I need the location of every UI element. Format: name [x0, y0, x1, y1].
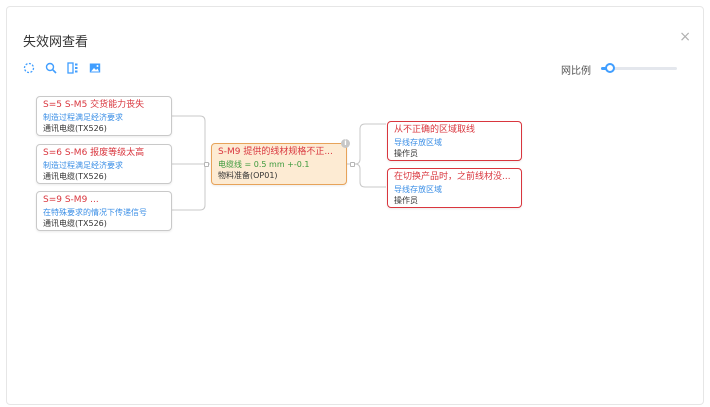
node-meta: 通讯电缆(TX526) — [43, 219, 107, 228]
node-subtitle: 在特殊要求的情况下传递信号 — [43, 208, 147, 217]
link-right-2 — [354, 163, 386, 188]
link-left-3 — [172, 164, 206, 211]
node-meta: 操作员 — [394, 196, 418, 205]
node-meta: 操作员 — [394, 149, 418, 158]
right-node-1[interactable]: 从不正确的区域取线 导线存放区域 操作员 — [387, 121, 522, 161]
node-spec: 电缆线 = 0.5 mm +-0.1 — [218, 160, 310, 169]
ratio-slider[interactable] — [601, 63, 677, 74]
node-title: S=5 S-M5 交货能力丧失 — [43, 100, 145, 110]
dialog-title: 失效网查看 — [23, 35, 89, 50]
node-title: S=9 S-M9 ... — [43, 195, 99, 205]
link-left-1 — [172, 115, 210, 165]
left-node-2[interactable]: S=6 S-M6 报废等级太高 制造过程满足经济要求 通讯电缆(TX526) — [36, 144, 172, 184]
close-icon[interactable]: × — [679, 29, 691, 45]
ratio-label: 网比例 — [561, 66, 591, 77]
layout-icon[interactable] — [66, 61, 80, 75]
left-node-1[interactable]: S=5 S-M5 交货能力丧失 制造过程满足经济要求 通讯电缆(TX526) — [36, 96, 172, 136]
circle-select-icon[interactable] — [22, 61, 36, 75]
node-meta: 物料准备(OP01) — [218, 171, 278, 180]
left-node-3[interactable]: S=9 S-M9 ... 在特殊要求的情况下传递信号 通讯电缆(TX526) — [36, 191, 172, 231]
zoom-icon[interactable] — [44, 61, 58, 75]
node-title: 在切换产品时，之前线材没... — [394, 172, 511, 182]
toolbar — [22, 60, 102, 76]
slider-track — [601, 67, 677, 70]
node-subtitle: 导线存放区域 — [394, 185, 442, 194]
node-subtitle: 制造过程满足经济要求 — [43, 161, 123, 170]
slider-thumb[interactable] — [605, 63, 616, 73]
node-title: S=6 S-M6 报废等级太高 — [43, 148, 145, 158]
center-in-port[interactable] — [204, 162, 209, 167]
node-subtitle: 制造过程满足经济要求 — [43, 113, 123, 122]
center-node[interactable]: S-M9 提供的线材规格不正... 电缆线 = 0.5 mm +-0.1 物料准… — [211, 139, 350, 185]
node-title: 从不正确的区域取线 — [394, 125, 476, 135]
node-title: S-M9 提供的线材规格不正... — [218, 147, 333, 157]
node-subtitle: 导线存放区域 — [394, 138, 442, 147]
link-right-1 — [347, 123, 386, 165]
node-meta: 通讯电缆(TX526) — [43, 172, 107, 181]
center-out-port[interactable] — [350, 162, 355, 167]
node-meta: 通讯电缆(TX526) — [43, 124, 107, 133]
image-export-icon[interactable] — [88, 61, 102, 75]
right-node-2[interactable]: 在切换产品时，之前线材没... 导线存放区域 操作员 — [387, 168, 522, 208]
info-badge-icon[interactable]: i — [341, 139, 350, 148]
